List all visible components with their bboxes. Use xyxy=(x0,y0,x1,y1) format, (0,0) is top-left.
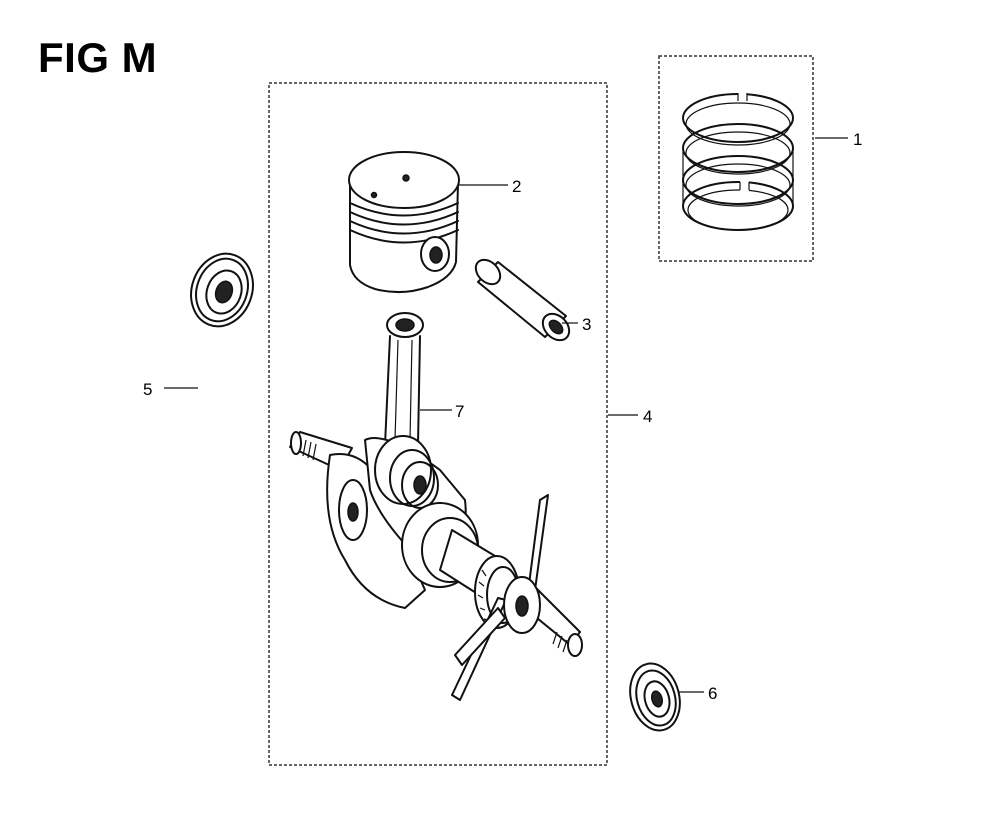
crankshaft xyxy=(289,431,583,701)
callout-5: 5 xyxy=(143,380,152,399)
piston-pin xyxy=(474,258,571,342)
oil-seal-right xyxy=(629,662,681,732)
callout-3: 3 xyxy=(582,315,591,334)
oil-seal-left xyxy=(190,252,254,328)
figure-title: FIG M xyxy=(38,34,158,81)
callout-7: 7 xyxy=(455,402,464,421)
callout-6: 6 xyxy=(708,684,717,703)
piston-ring-set xyxy=(682,92,794,231)
piston-ring-set-frame xyxy=(658,55,814,262)
piston xyxy=(348,151,460,293)
callout-2: 2 xyxy=(512,177,521,196)
callout-1: 1 xyxy=(853,130,862,149)
connecting-rod xyxy=(384,312,424,446)
callout-4: 4 xyxy=(643,407,652,426)
